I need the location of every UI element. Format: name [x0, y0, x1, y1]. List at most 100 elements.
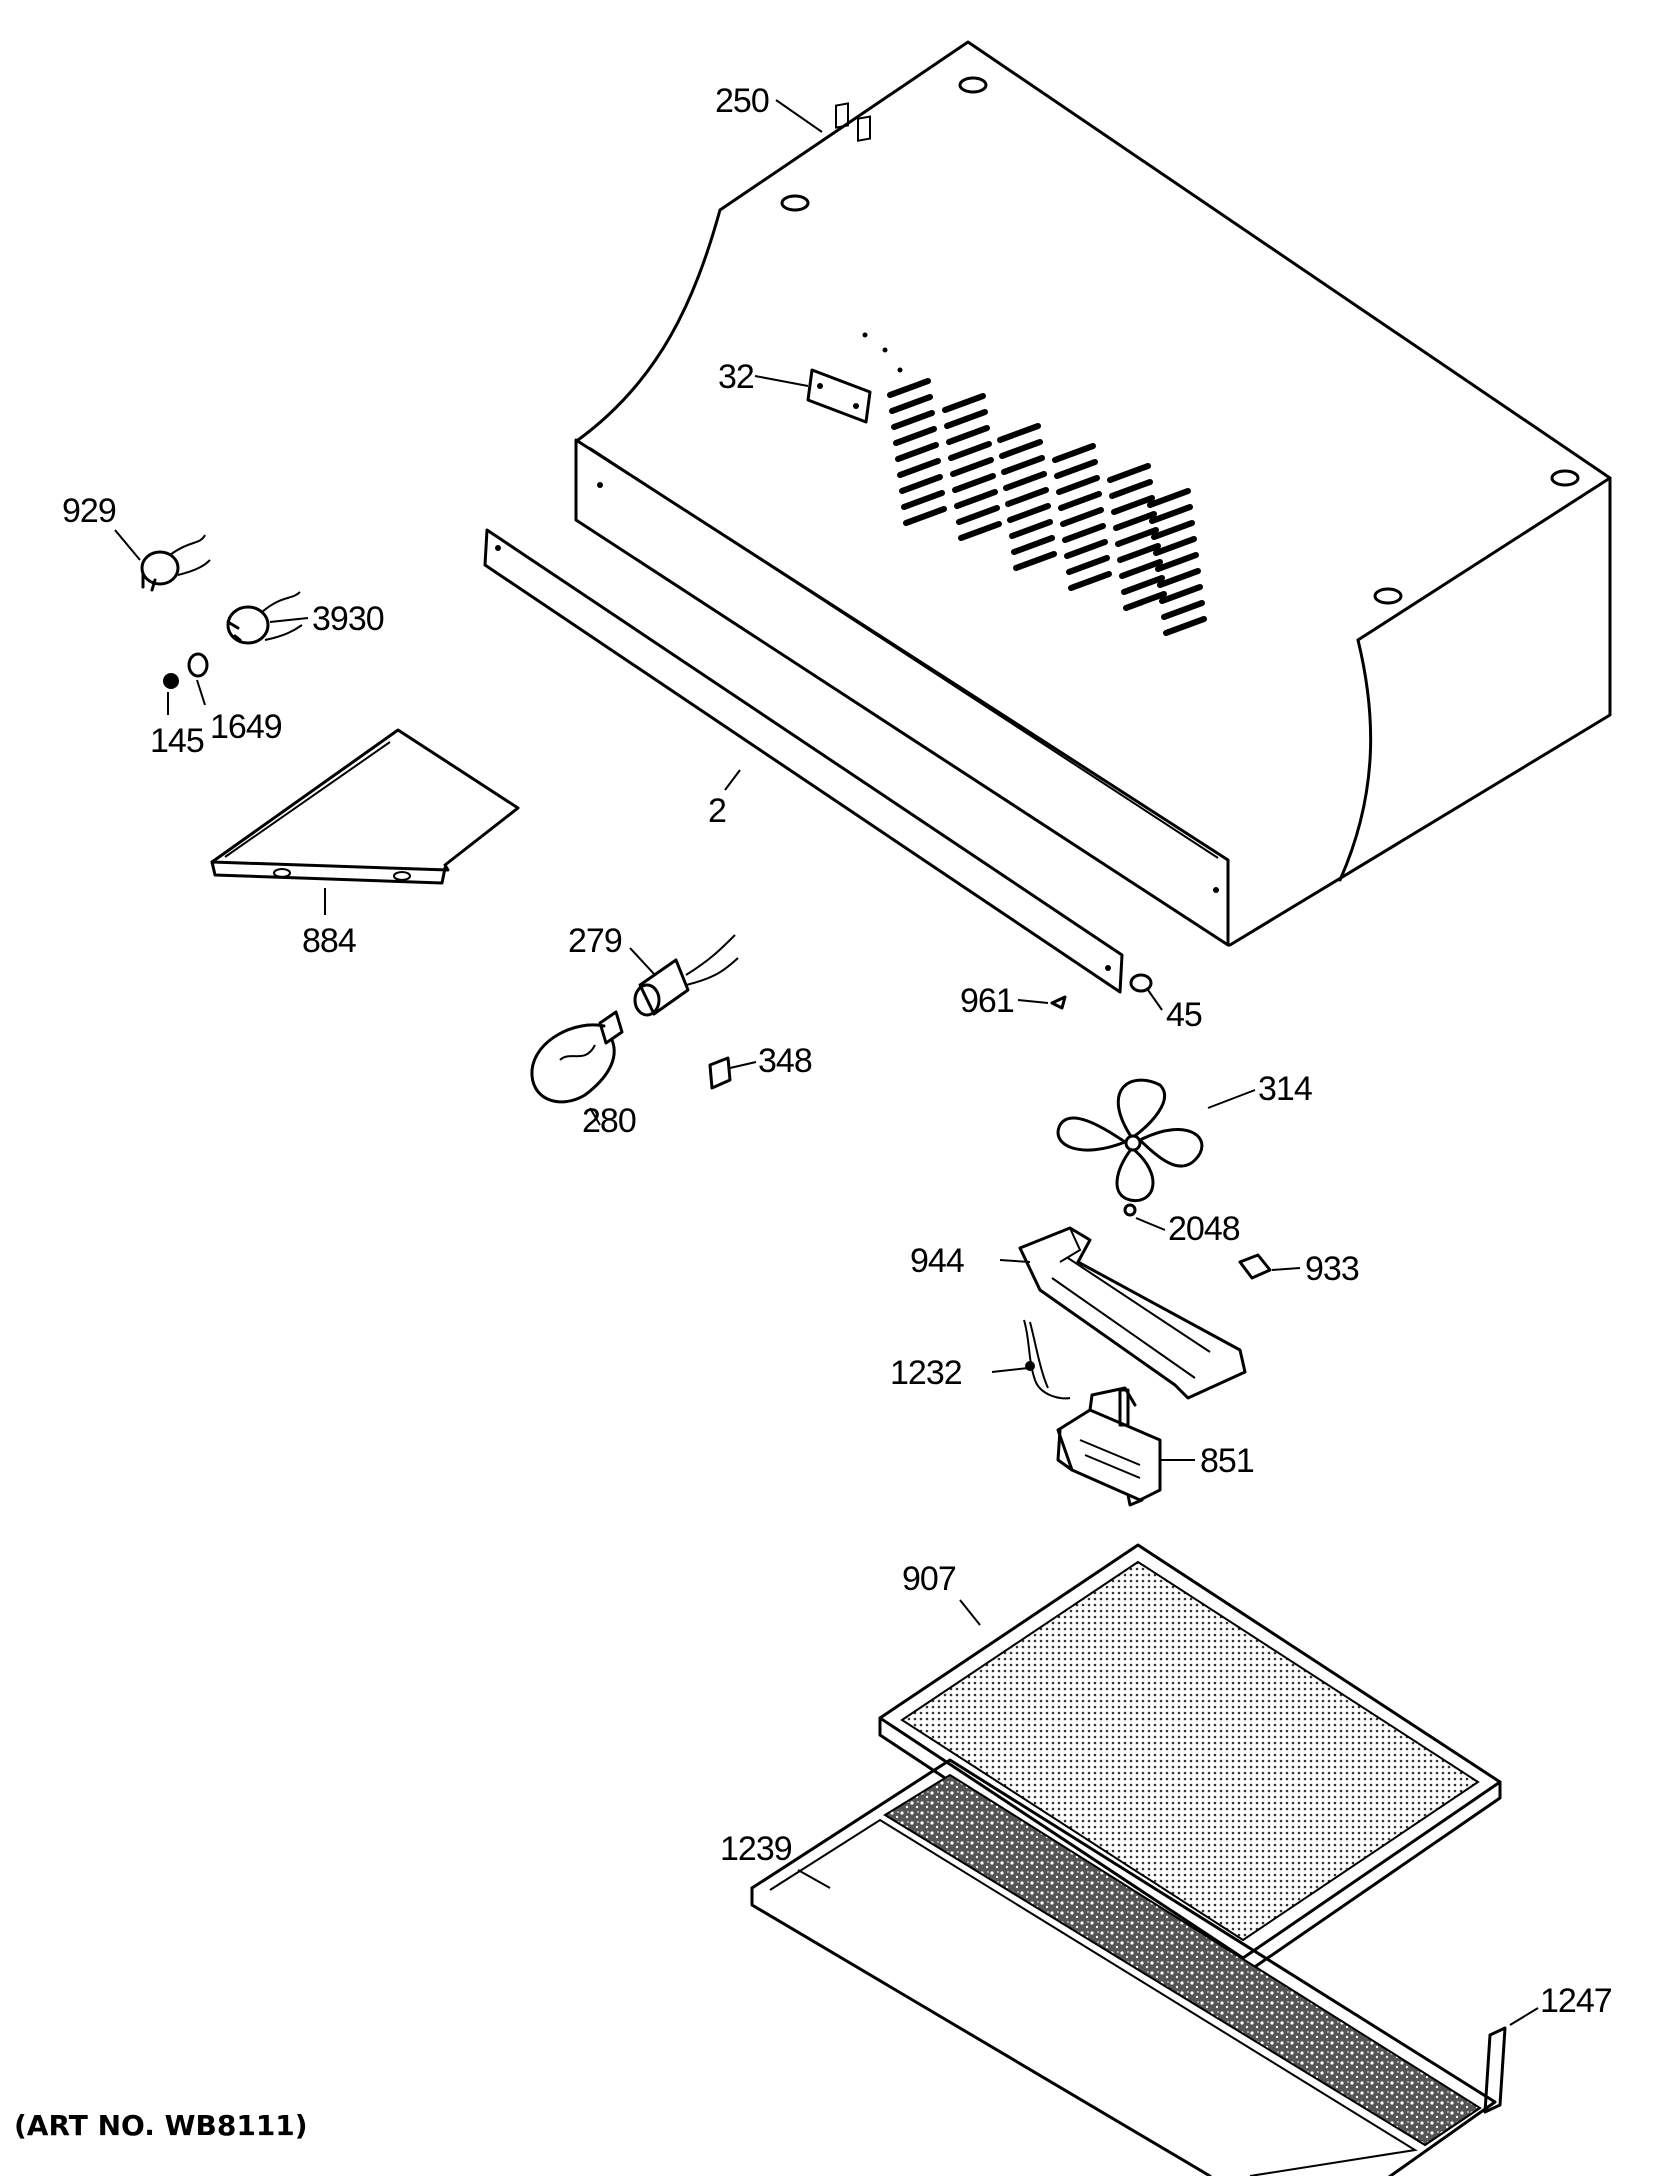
vent-grille — [887, 378, 1207, 636]
range-hood-housing — [574, 40, 1612, 947]
knob-part — [163, 673, 179, 689]
vent-slot — [899, 474, 943, 494]
vent-slot — [1066, 555, 1110, 575]
nut-part — [1123, 1203, 1137, 1217]
wire-connector-part — [1023, 1319, 1071, 1400]
vent-slot — [1155, 552, 1199, 572]
label-314: 314 — [1258, 1070, 1312, 1108]
label-45: 45 — [1166, 996, 1202, 1034]
vent-slot — [1003, 471, 1047, 491]
vent-slot — [950, 457, 994, 477]
front-trim-strip — [483, 528, 1124, 994]
vent-slot — [946, 425, 990, 445]
vent-slot — [952, 473, 996, 493]
grommet-part — [1129, 973, 1153, 993]
label-279: 279 — [568, 922, 622, 960]
vent-slot — [956, 505, 1000, 525]
label-1649: 1649 — [210, 708, 282, 746]
vent-slot — [1115, 527, 1159, 547]
label-851: 851 — [1200, 1442, 1254, 1480]
label-933: 933 — [1305, 1250, 1359, 1288]
vent-slot — [1056, 475, 1100, 495]
label-961: 961 — [960, 982, 1014, 1020]
label-2048: 2048 — [1168, 1210, 1240, 1248]
label-3930: 3930 — [312, 600, 384, 638]
vent-slot — [1119, 559, 1163, 579]
vent-slot — [1161, 600, 1205, 620]
vent-slot — [958, 521, 1002, 541]
vent-slot — [1062, 523, 1106, 543]
vent-slot — [903, 506, 947, 526]
vent-slot — [1147, 488, 1191, 508]
vent-slot — [944, 409, 988, 429]
vent-slot — [1123, 591, 1167, 611]
vent-slot — [1149, 504, 1193, 524]
vent-slot — [1159, 584, 1203, 604]
lamp-socket-part — [633, 934, 739, 1017]
screw-part — [1050, 995, 1067, 1010]
vent-slot — [1113, 511, 1157, 531]
vent-slot — [1107, 463, 1151, 483]
leader-lines — [114, 99, 1539, 2026]
vent-slot — [1068, 571, 1112, 591]
vent-slot — [942, 393, 986, 413]
vent-slot — [954, 489, 998, 509]
vent-slot — [1163, 616, 1207, 636]
vent-slot — [895, 442, 939, 462]
vent-slot — [1111, 495, 1155, 515]
vent-slot — [1007, 503, 1051, 523]
label-2: 2 — [708, 792, 726, 830]
light-bulb-part — [530, 1010, 624, 1104]
light-shield-bracket — [210, 728, 520, 885]
vent-slot — [1151, 520, 1195, 540]
label-1247: 1247 — [1540, 1982, 1612, 2020]
washer-part — [187, 652, 209, 678]
vent-slot — [1013, 551, 1057, 571]
label-944: 944 — [910, 1242, 964, 1280]
vent-slot — [1005, 487, 1049, 507]
vent-slot — [1001, 455, 1045, 475]
vent-slot — [1153, 536, 1197, 556]
vent-slot — [889, 394, 933, 414]
vent-slot — [1121, 575, 1165, 595]
vent-slot — [1064, 539, 1108, 559]
vent-slot — [897, 458, 941, 478]
vent-slot — [1060, 507, 1104, 527]
switch-plate — [806, 368, 872, 424]
vent-slot — [887, 378, 931, 398]
vent-slot — [891, 410, 935, 430]
label-32: 32 — [718, 358, 754, 396]
switch-knob-part — [140, 534, 211, 592]
speed-clip-part — [1238, 1253, 1272, 1280]
vent-slot — [893, 426, 937, 446]
label-250: 250 — [715, 82, 769, 120]
charcoal-filter-part — [750, 1758, 1497, 2176]
vent-slot — [948, 441, 992, 461]
label-348: 348 — [758, 1042, 812, 1080]
vent-slot — [1054, 459, 1098, 479]
art-number: (ART NO. WB8111) — [14, 2109, 308, 2142]
label-1239: 1239 — [720, 1830, 792, 1868]
motor-mount-bracket — [1018, 1226, 1247, 1400]
label-907: 907 — [902, 1560, 956, 1598]
clip-part — [708, 1056, 732, 1090]
vent-slot — [1011, 535, 1055, 555]
vent-slot — [999, 439, 1043, 459]
label-884: 884 — [302, 922, 356, 960]
vent-slot — [1009, 519, 1053, 539]
fan-blade-part — [1056, 1078, 1204, 1202]
vent-slot — [1109, 479, 1153, 499]
filter-clip-part — [1483, 2026, 1507, 2114]
label-929: 929 — [62, 492, 116, 530]
vent-slot — [1052, 443, 1096, 463]
label-145: 145 — [150, 722, 204, 760]
label-1232: 1232 — [890, 1354, 962, 1392]
vent-slot — [997, 423, 1041, 443]
vent-slot — [1058, 491, 1102, 511]
label-280: 280 — [582, 1102, 636, 1140]
fan-motor-part — [1056, 1386, 1162, 1507]
rotary-switch-part — [226, 591, 303, 645]
vent-slot — [1157, 568, 1201, 588]
vent-slot — [901, 490, 945, 510]
